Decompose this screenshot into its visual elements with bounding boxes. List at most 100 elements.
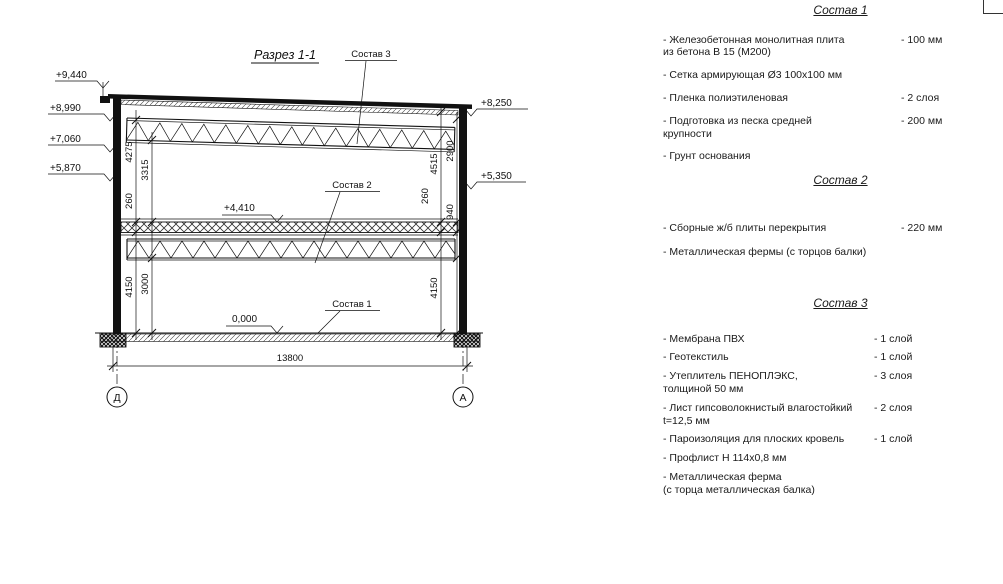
elevation-mark-5870: +5,870	[48, 163, 117, 182]
dim-3315: 3315	[140, 159, 151, 180]
dim-4515: 4515	[429, 153, 440, 174]
legend-item-text: - Металлическая фермы (с торцов балки)	[663, 246, 867, 259]
ground-floor	[95, 332, 483, 348]
axis-letter-right: А	[459, 392, 466, 404]
axis-letter-left: Д	[113, 392, 120, 404]
roof	[100, 82, 472, 116]
drawing-title-text: Разрез 1-1	[254, 48, 316, 62]
elevation-mark-5350: +5,350	[464, 171, 526, 190]
legend-title-3: Состав 3	[813, 296, 868, 310]
legend-item: - Утеплитель ПЕНОПЛЭКС, толщиной 50 мм -…	[663, 370, 963, 396]
legend-item-value: - 3 слоя	[874, 370, 913, 383]
elevation-0000-label: 0,000	[232, 314, 257, 325]
legend-section-3: Состав 3 - Мембрана ПВХ - 1 слой - Геоте…	[663, 296, 963, 503]
legend-item: - Металлическая ферма (с торца металличе…	[663, 471, 963, 497]
callout-sostav1: Состав 1	[317, 299, 380, 334]
legend-item-value: - 1 слой	[874, 351, 913, 364]
legend-item-text: - Пароизоляция для плоских кровель	[663, 433, 845, 446]
elevation-mark-9440: +9,440	[55, 70, 110, 89]
axis-bubble-right	[452, 386, 474, 408]
floor-slab-hatch	[102, 333, 478, 342]
legend-item: - Подготовка из песка средней крупности …	[663, 115, 963, 141]
legend-item-value: - 200 мм	[901, 114, 943, 127]
elevation-mark-8250: +8,250	[464, 98, 528, 117]
legend-item-text: - Пленка полиэтиленовая	[663, 92, 788, 105]
dim-4150-left: 4150	[124, 276, 135, 297]
legend-item-value: - 2 слоя	[874, 401, 913, 414]
legend-item: - Геотекстиль - 1 слой	[663, 351, 963, 364]
elevation-8990-label: +8,990	[50, 103, 81, 114]
axis-bubble-left	[106, 386, 128, 408]
legend-item-text: - Металлическая ферма (с торца металличе…	[663, 471, 815, 496]
elevation-5350-label: +5,350	[481, 171, 512, 182]
middle-truss	[126, 238, 456, 261]
legend-item-value: - 1 слой	[874, 433, 913, 446]
legend-title-1: Состав 1	[813, 3, 868, 17]
legend-item-text: - Геотекстиль	[663, 351, 729, 364]
dim-260-left: 260	[124, 193, 135, 209]
legend-item: - Сборные ж/б плиты перекрытия - 220 мм	[663, 222, 963, 235]
dimension-total-width: 13800	[107, 346, 473, 372]
legend-item: - Железобетонная монолитная плита из бет…	[663, 34, 963, 60]
axis-right: А	[452, 338, 474, 408]
callout-sostav3-label: Состав 3	[351, 49, 390, 60]
dim-4150-right: 4150	[429, 277, 440, 298]
dim-260-right: 260	[420, 188, 431, 204]
callout-sostav3: Состав 3	[345, 49, 397, 145]
legend-item: - Сетка армирующая Ø3 100х100 мм	[663, 69, 963, 82]
dim-4275: 4275	[124, 141, 135, 162]
elevation-4410-label: +4,410	[224, 203, 255, 214]
legend-item-text: - Утеплитель ПЕНОПЛЭКС, толщиной 50 мм	[663, 370, 798, 396]
middle-truss-diagonals	[126, 240, 456, 259]
elevation-mark-0000: 0,000	[226, 314, 284, 334]
drawing-title: Разрез 1-1	[251, 48, 319, 64]
middle-slab-hatch	[120, 221, 459, 233]
legend-item: - Профлист Н 114х0,8 мм	[663, 452, 963, 465]
legend-item: - Мембрана ПВХ - 1 слой	[663, 333, 963, 346]
roof-truss	[125, 117, 456, 153]
legend-item-text: - Мембрана ПВХ	[663, 332, 745, 345]
callout-sostav2-label: Состав 2	[332, 180, 371, 191]
elevation-9440-label: +9,440	[56, 70, 87, 81]
legend-item-text: - Железобетонная монолитная плита из бет…	[663, 33, 845, 59]
elevation-5870-label: +5,870	[50, 163, 81, 174]
roof-parapet-left	[100, 96, 110, 103]
legend-item: - Металлическая фермы (с торцов балки)	[663, 246, 963, 259]
foundation-left	[99, 332, 127, 348]
legend-item-text: - Подготовка из песка средней крупности	[663, 114, 812, 140]
legend-title-2: Состав 2	[813, 173, 868, 187]
left-wall	[113, 98, 121, 334]
dim-2900: 2900	[445, 140, 456, 161]
elevation-7060-label: +7,060	[50, 134, 81, 145]
legend-section-2: Состав 2 - Сборные ж/б плиты перекрытия …	[663, 173, 963, 271]
roof-slab	[108, 94, 472, 109]
legend-item-value: - 220 мм	[901, 221, 943, 234]
dim-13800: 13800	[277, 353, 303, 364]
callout-sostav2-leader	[314, 191, 341, 264]
callout-sostav1-leader	[317, 310, 341, 334]
sheet-frame-corner	[983, 0, 1003, 14]
foundation-right	[453, 332, 481, 348]
roof-truss-diagonals	[126, 121, 455, 150]
legend-item: - Пароизоляция для плоских кровель - 1 с…	[663, 433, 963, 446]
elevation-8250-label: +8,250	[481, 98, 512, 109]
dim-940: 940	[445, 204, 456, 220]
dimension-chains: 4275 3315 260 4150 3000 4515 2900 260 94…	[124, 105, 462, 340]
elevation-mark-7060: +7,060	[48, 134, 117, 153]
legend-section-1: Состав 1 - Железобетонная монолитная пли…	[663, 3, 963, 173]
callout-sostav2: Состав 2	[314, 180, 380, 264]
legend-item: - Лист гипсоволокнистый влагостойкий t=1…	[663, 402, 963, 428]
legend-item-value: - 100 мм	[901, 33, 943, 46]
callout-sostav1-label: Состав 1	[332, 299, 371, 310]
callout-sostav3-leader	[356, 60, 367, 145]
elevation-mark-8990: +8,990	[48, 103, 117, 122]
right-wall	[459, 108, 467, 334]
legend-item-text: - Лист гипсоволокнистый влагостойкий t=1…	[663, 401, 853, 427]
legend-item-text: - Грунт основания	[663, 150, 751, 163]
axis-left: Д	[106, 338, 128, 408]
middle-slab	[120, 218, 459, 236]
legend-item-text: - Сетка армирующая Ø3 100х100 мм	[663, 69, 843, 82]
legend-item-text: - Профлист Н 114х0,8 мм	[663, 452, 787, 465]
legend-item-value: - 2 слоя	[901, 92, 940, 105]
